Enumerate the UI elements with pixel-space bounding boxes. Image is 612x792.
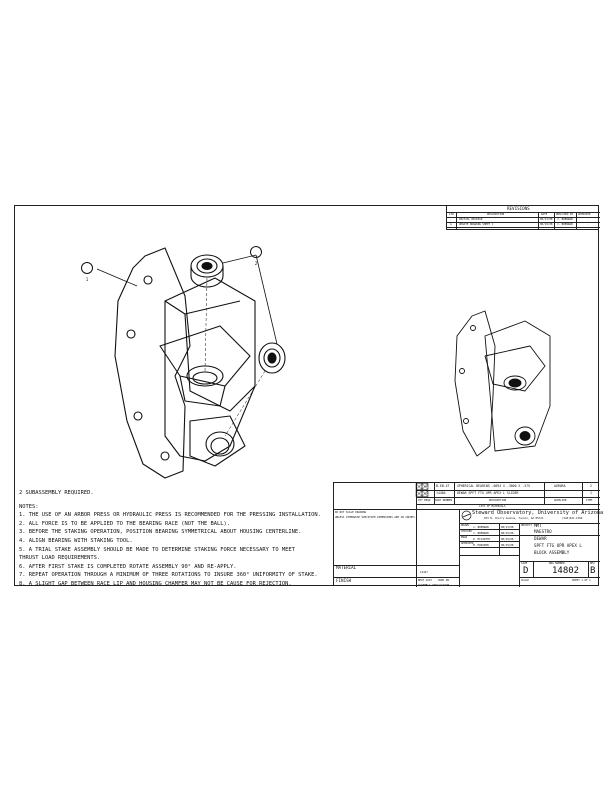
- used-on-label: USED ON: [438, 579, 449, 582]
- rev-value: B: [590, 566, 596, 576]
- checked-label: CHECKED: [461, 530, 472, 533]
- bom-header-supplier: SUPPLIER: [554, 499, 567, 502]
- title-line-3: BLOCK ASSEMBLY: [534, 550, 570, 555]
- rev-row-1-desc: INITIAL RELEASE: [459, 218, 483, 221]
- application-label: ASSEMBLY APPLICATION: [418, 584, 450, 587]
- org-address: 933 N. Cherry Avenue, Tucson, AZ 85721: [484, 517, 544, 520]
- sheet-label: SHEET 1 OF 1: [572, 579, 591, 582]
- approved-date: 08/19/08: [501, 544, 514, 547]
- bom-row-1-supplier: AURORA: [554, 484, 566, 488]
- bom-row-2-desc: DEWAR SPFT FTG UPR APEX L SLIDER: [457, 491, 519, 495]
- note-8: 8. A SLIGHT GAP BETWEEN RACE LIP AND HOU…: [19, 580, 292, 587]
- note-5-cont: THRUST LOAD REQUIREMENTS.: [19, 555, 101, 562]
- rev-row-2-drn: J. BRENNAN: [557, 223, 573, 226]
- bom-row-2-qty: 1: [426, 491, 428, 495]
- size-value: D: [523, 566, 529, 576]
- note-6: 6. AFTER FIRST STAKE IS COMPLETED ROTATE…: [19, 563, 237, 570]
- subassembly-note: 2 SUBASSEMBLY REQUIRED.: [19, 490, 94, 496]
- item-balloon-2: 2: [250, 246, 262, 266]
- note-5: 5. A TRIAL STAKE ASSEMBLY SHOULD BE MADE…: [19, 546, 295, 553]
- size-label: SIZE: [521, 562, 528, 565]
- rev-row-1-appr: -: [587, 218, 589, 221]
- title-block: 2 B-EB-4T SPHERICAL BEARING .6694 X .300…: [333, 482, 603, 587]
- project-label: PROJECT: [521, 524, 532, 527]
- engr-date: 08/19/08: [501, 538, 514, 541]
- rev-header-approved: APPROVED: [578, 213, 591, 216]
- subproject-value: MAESTRO: [534, 529, 552, 534]
- bom-row-1-part: B-EB-4T: [436, 484, 450, 488]
- note-4: 4. ALIGN BEARING WITH STAKING TOOL.: [19, 537, 133, 544]
- bom-header-qty: QTY REQD: [418, 499, 431, 502]
- tolerance-note: UNLESS OTHERWISE SPECIFIED DIMENSIONS AR…: [335, 516, 415, 519]
- rev-row-1-date: 08/13/08: [540, 218, 553, 221]
- note-3: 3. BEFORE THE STAKING OPERATION, POSITIO…: [19, 529, 302, 536]
- approved-label: APPROVED: [461, 542, 474, 545]
- note-2: 2. ALL FORCE IS TO BE APPLIED TO THE BEA…: [19, 520, 230, 527]
- rev-row-1-drn: J. BRENNAN: [557, 218, 573, 221]
- scale-note: DO NOT SCALE DRAWING: [335, 511, 367, 514]
- rev-header-description: DESCRIPTION: [487, 213, 505, 216]
- bom-header-desc: DESCRIPTION: [489, 499, 507, 502]
- bom-header-part: PART NUMBER: [435, 499, 453, 502]
- notes-title: NOTES:: [19, 503, 39, 510]
- drawn-date: 08/13/08: [501, 526, 514, 529]
- rev-row-2-ltr: A: [450, 223, 452, 226]
- rev-row-2-appr: -: [587, 223, 589, 226]
- dwg-label: DWG NUMBER: [549, 562, 565, 565]
- rev-label: REV: [590, 562, 595, 565]
- rev-header-ltr: LTR: [449, 213, 454, 216]
- rev-row-2-date: 08/19/08: [540, 223, 553, 226]
- material-label: MATERIAL: [336, 565, 357, 570]
- drawn-by: J. BRENNAN: [473, 526, 489, 529]
- title-line-1: DEWAR: [534, 536, 547, 541]
- bom-list-title: LIST OF MATERIALS: [479, 505, 506, 508]
- engr-label: ENGR: [461, 536, 468, 539]
- drawn-label: DRAWN: [461, 524, 469, 527]
- bom-row-2-item: 1: [590, 491, 592, 495]
- org-phone: (520)621-1500: [562, 517, 583, 520]
- checked-date: 08/19/08: [501, 532, 514, 535]
- drawing-sheet: REVISIONS LTR DESCRIPTION DATE DRN/CHKD …: [14, 205, 603, 589]
- dwg-number: 14802: [552, 566, 580, 576]
- revisions-title: REVISIONS: [507, 206, 530, 211]
- engr-by: D. MCCARTHY: [473, 538, 491, 541]
- bom-row-1-qty: 2: [426, 484, 428, 488]
- checked-by: J. BRENNAN: [473, 532, 489, 535]
- item-balloon-1: 1: [81, 262, 93, 282]
- rev-header-drn: DRN/CHKD BY: [556, 213, 574, 216]
- org-name: Steward Observatory, University of Arizo…: [472, 510, 604, 516]
- title-line-2: SPFT FTG UPR APEX L: [534, 543, 582, 548]
- observatory-logo: [461, 510, 472, 521]
- next-assy-value: 14427: [420, 571, 428, 574]
- note-7: 7. REPEAT OPERATION THROUGH A MINIMUM OF…: [19, 572, 318, 579]
- rev-header-date: DATE: [541, 213, 548, 216]
- bom-row-1-desc: SPHERICAL BEARING .6694 X .3000 X .375: [457, 484, 530, 488]
- isometric-assembly-view: [96, 247, 551, 479]
- revisions-table: REVISIONS LTR DESCRIPTION DATE DRN/CHKD …: [446, 206, 600, 230]
- drawing-notes: 2 SUBASSEMBLY REQUIRED. NOTES: 1. THE US…: [19, 489, 321, 589]
- rev-row-1-ltr: -: [450, 218, 452, 221]
- scale-label: SCALE: [521, 579, 529, 582]
- note-1: 1. THE USE OF AN ARBOR PRESS OR HYDRAULI…: [19, 512, 321, 519]
- bom-row-2-part: 14484: [436, 491, 446, 495]
- approved-by: M. MARSDEN: [473, 544, 489, 547]
- bom-check-marks: [415, 483, 429, 497]
- next-assy-label: NEXT ASSY: [418, 579, 433, 582]
- bom-header-item: ITEM: [586, 499, 593, 502]
- project-value: MMT: [534, 523, 542, 528]
- rev-row-2-desc: UPDATE DRAWING SHEET 1: [459, 223, 494, 226]
- finish-label: FINISH: [336, 578, 352, 583]
- bom-row-1-item: 2: [590, 484, 592, 488]
